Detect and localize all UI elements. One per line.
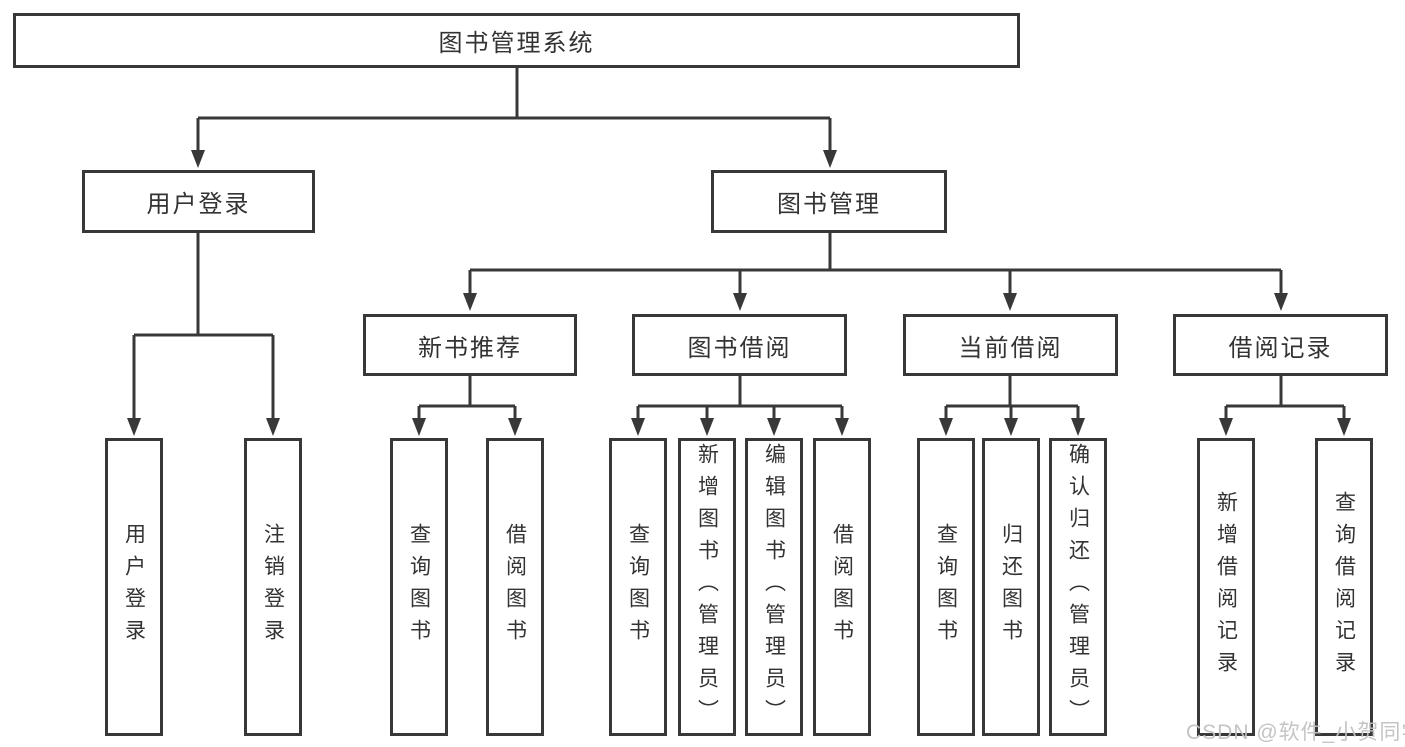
node-book-borrow: 图书借阅 [632,314,847,376]
leaf-borrow-edit-books-admin-label: 编辑图书（管理员） [762,443,786,731]
leaf-logout-label: 注销登录 [261,523,285,651]
node-new-book-recommend-label: 新书推荐 [418,334,522,362]
leaf-borrow-borrow-books-label: 借阅图书 [830,523,854,651]
leaf-borrow-add-books-admin: 新增图书（管理员） [678,438,736,736]
leaf-borrow-add-books-admin-label: 新增图书（管理员） [695,443,719,731]
node-root-label: 图书管理系统 [438,30,595,57]
leaf-records-query-record: 查询借阅记录 [1315,438,1373,736]
leaf-current-return-books: 归还图书 [982,438,1040,736]
leaf-current-query-books-label: 查询图书 [934,523,958,651]
leaf-newbooks-query-books-label: 查询图书 [407,523,431,651]
leaf-borrow-query-books-label: 查询图书 [626,523,650,651]
leaf-borrow-borrow-books: 借阅图书 [813,438,871,736]
leaf-user-login-label: 用户登录 [122,523,146,651]
leaf-logout: 注销登录 [244,438,302,736]
leaf-current-query-books: 查询图书 [917,438,975,736]
leaf-records-add-record: 新增借阅记录 [1197,438,1255,736]
node-book-management-label: 图书管理 [777,191,881,218]
node-current-borrow: 当前借阅 [903,314,1118,376]
leaf-newbooks-borrow-books: 借阅图书 [486,438,544,736]
leaf-borrow-query-books: 查询图书 [609,438,667,736]
csdn-watermark: CSDN @软件_小贺同学 [1186,721,1405,744]
leaf-newbooks-query-books: 查询图书 [390,438,448,736]
node-book-management-branch: 图书管理 [711,170,947,233]
arrowheads [127,150,1351,436]
leaf-newbooks-borrow-books-label: 借阅图书 [503,523,527,651]
node-borrow-records-label: 借阅记录 [1228,334,1333,362]
node-user-login-branch: 用户登录 [82,170,315,233]
node-user-login-label: 用户登录 [146,191,251,218]
leaf-current-confirm-return-admin-label: 确认归还（管理员） [1066,443,1090,731]
leaf-borrow-edit-books-admin: 编辑图书（管理员） [745,438,803,736]
leaf-user-login: 用户登录 [105,438,163,736]
node-borrow-records: 借阅记录 [1173,314,1388,376]
leaf-current-return-books-label: 归还图书 [999,523,1023,651]
leaf-current-confirm-return-admin: 确认归还（管理员） [1049,438,1107,736]
node-book-borrow-label: 图书借阅 [687,334,792,362]
node-current-borrow-label: 当前借阅 [958,334,1063,362]
node-new-book-recommend: 新书推荐 [363,314,577,376]
node-root-system: 图书管理系统 [13,13,1020,68]
leaf-records-add-record-label: 新增借阅记录 [1214,491,1238,683]
leaf-records-query-record-label: 查询借阅记录 [1332,491,1356,683]
